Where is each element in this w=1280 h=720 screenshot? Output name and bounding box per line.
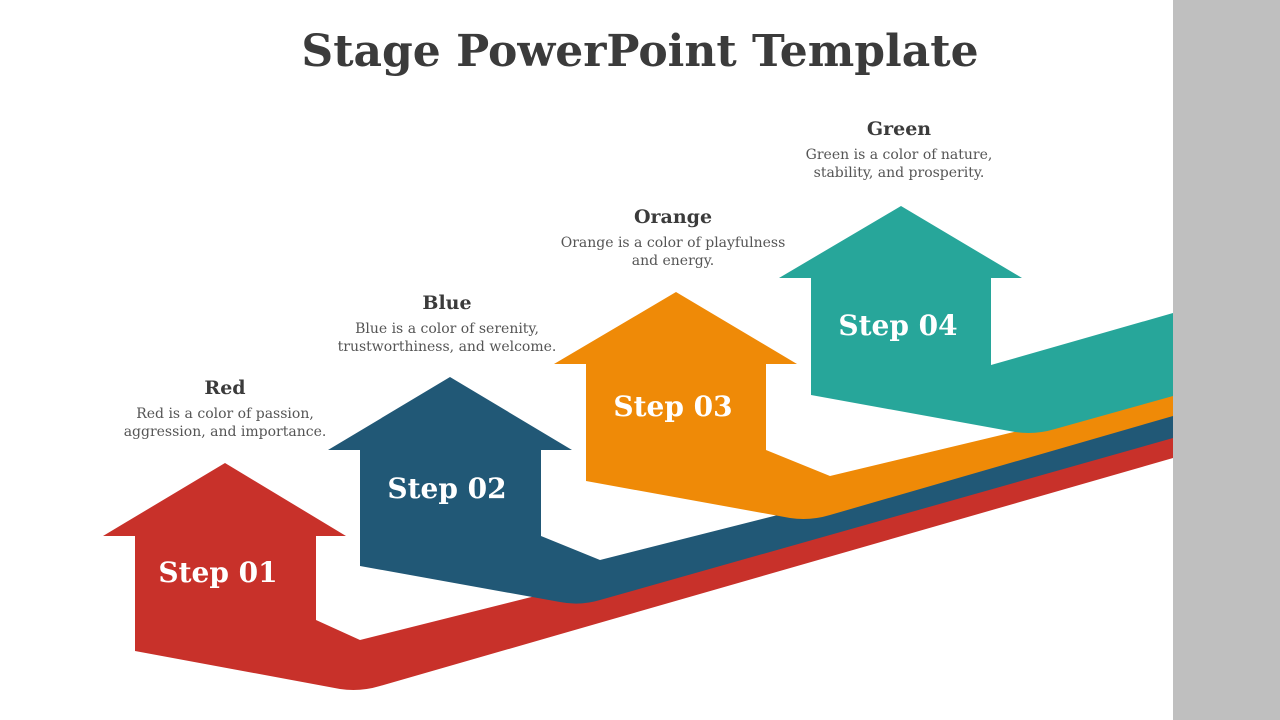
step-01-description-line1: Red is a color of passion, xyxy=(136,406,314,422)
step-01-heading: Red xyxy=(204,377,246,399)
step-04-heading: Green xyxy=(866,118,932,140)
step-04-description: Green is a color of nature, stability, a… xyxy=(769,146,1029,182)
step-04-description-line2: stability, and prosperity. xyxy=(813,165,985,181)
step-04-description-line1: Green is a color of nature, xyxy=(805,147,993,163)
step-01-description: Red is a color of passion, aggression, a… xyxy=(95,405,355,441)
green-ribbon xyxy=(779,206,1173,433)
step-02-description-line2: trustworthiness, and welcome. xyxy=(337,339,557,355)
orange-ribbon xyxy=(554,292,1173,519)
step-04-label: Step 04 xyxy=(838,309,958,342)
step-02-description: Blue is a color of serenity, trustworthi… xyxy=(317,320,577,356)
step-03-label: Step 03 xyxy=(613,390,733,423)
step-02-description-line1: Blue is a color of serenity, xyxy=(355,321,539,337)
step-01-info: Red Red is a color of passion, aggressio… xyxy=(95,377,355,441)
step-03-description: Orange is a color of playfulness and ene… xyxy=(543,234,803,270)
step-01-description-line2: aggression, and importance. xyxy=(123,424,327,440)
step-01-label: Step 01 xyxy=(158,556,278,589)
red-ribbon xyxy=(103,436,1173,690)
page-title: Stage PowerPoint Template xyxy=(301,26,979,77)
step-03-description-line2: and energy. xyxy=(631,253,715,269)
step-04-info: Green Green is a color of nature, stabil… xyxy=(769,118,1029,182)
blue-ribbon xyxy=(328,377,1173,604)
step-03-info: Orange Orange is a color of playfulness … xyxy=(543,206,803,270)
step-02-heading: Blue xyxy=(422,292,472,314)
step-03-heading: Orange xyxy=(633,206,713,228)
step-02-label: Step 02 xyxy=(387,472,507,505)
side-panel xyxy=(1173,0,1280,720)
step-03-description-line1: Orange is a color of playfulness xyxy=(560,235,786,251)
step-02-info: Blue Blue is a color of serenity, trustw… xyxy=(317,292,577,356)
slide-canvas xyxy=(103,206,1173,690)
stage-arrows-diagram xyxy=(103,206,1173,690)
